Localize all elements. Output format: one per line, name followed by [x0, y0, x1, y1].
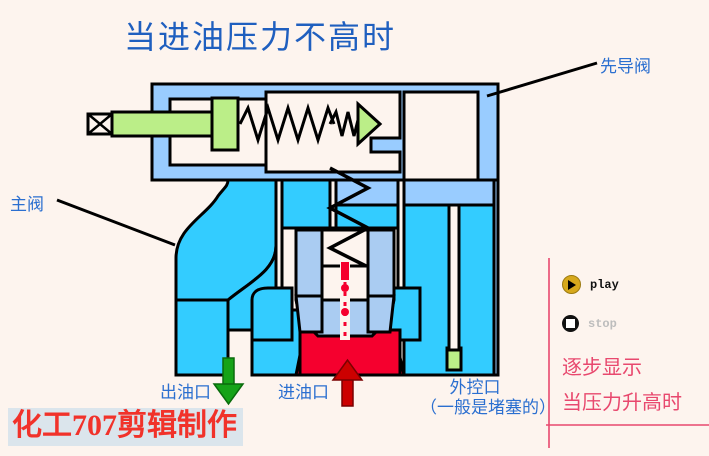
play-button-label: play — [590, 277, 619, 292]
label-outlet-port: 出油口 — [160, 383, 211, 402]
main-valve-spring — [326, 166, 372, 268]
label-external-control-port-note: （一般是堵塞的） — [420, 398, 556, 417]
stop-button[interactable]: stop — [562, 315, 617, 332]
pilot-valve-leader — [486, 61, 598, 98]
note-step-display: 逐步显示 — [562, 357, 642, 379]
stop-button-label: stop — [588, 316, 617, 331]
main-valve-leader — [56, 198, 176, 247]
page-title: 当进油压力不高时 — [123, 19, 396, 55]
damping-orifice — [340, 262, 350, 340]
play-button[interactable]: play — [562, 275, 619, 294]
callout-main-valve: 主阀 — [10, 195, 44, 214]
adjusting-screw-knob-icon — [87, 113, 113, 135]
label-inlet-port: 进油口 — [278, 383, 329, 402]
play-triangle-icon — [562, 275, 581, 294]
outlet-arrow-icon — [212, 357, 245, 406]
label-external-control-port-main: 外控口 — [449, 378, 501, 397]
note-next-step: 当压力升高时 — [562, 392, 682, 414]
pilot-spring — [238, 102, 336, 146]
pilot-poppet-cone — [356, 100, 383, 148]
playback-panel: play stop 逐步显示 当压力升高时 — [546, 258, 709, 438]
callout-pilot-valve: 先导阀 — [600, 57, 651, 76]
stop-square-icon — [562, 315, 579, 332]
watermark: 化工707剪辑制作 — [8, 408, 243, 446]
label-external-control-port: 外控口 （一般是堵塞的） — [420, 378, 556, 418]
inlet-arrow-icon — [331, 358, 364, 407]
